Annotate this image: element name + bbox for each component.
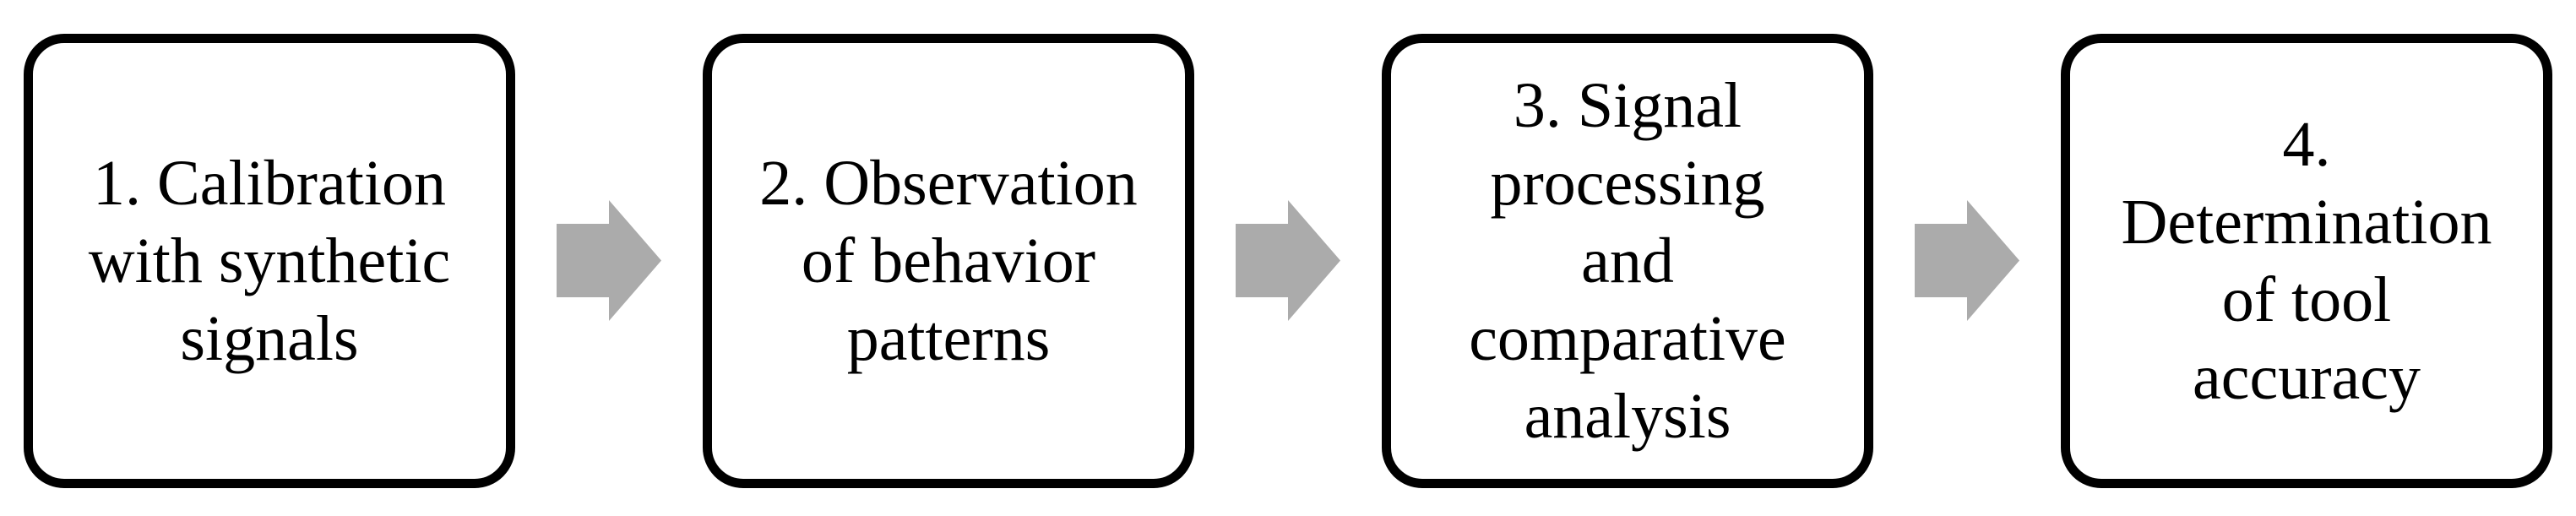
step-3-line: comparative <box>1469 303 1786 374</box>
step-4-line: accuracy <box>2193 342 2421 413</box>
step-2-label: 2. Observation of behavior patterns <box>759 144 1137 377</box>
step-3-line: and <box>1581 225 1674 296</box>
step-2-line: 2. Observation <box>759 148 1138 219</box>
step-4-line: Determination <box>2121 187 2492 258</box>
step-1-line: with synthetic <box>88 225 451 296</box>
step-3-line: 3. Signal <box>1513 70 1742 141</box>
step-2-line: of behavior <box>801 225 1096 296</box>
step-2-line: patterns <box>846 303 1051 374</box>
step-3-line: analysis <box>1524 381 1731 452</box>
step-1-line: 1. Calibration <box>93 148 446 219</box>
step-1-line: signals <box>180 303 359 374</box>
right-arrow-icon-1 <box>557 200 661 321</box>
step-4-label: 4. Determination of tool accuracy <box>2122 106 2492 416</box>
step-1-label: 1. Calibration with synthetic signals <box>89 144 451 377</box>
step-box-1: 1. Calibration with synthetic signals <box>24 34 515 488</box>
step-box-3: 3. Signal processing and comparative ana… <box>1382 34 1873 488</box>
step-4-line: 4. <box>2282 109 2331 180</box>
right-arrow-icon-3 <box>1915 200 2019 321</box>
right-arrow-icon-2 <box>1236 200 1340 321</box>
step-4-line: of tool <box>2221 264 2392 335</box>
step-3-label: 3. Signal processing and comparative ana… <box>1469 67 1786 455</box>
step-3-line: processing <box>1490 148 1765 219</box>
step-box-2: 2. Observation of behavior patterns <box>703 34 1194 488</box>
step-box-4: 4. Determination of tool accuracy <box>2061 34 2552 488</box>
